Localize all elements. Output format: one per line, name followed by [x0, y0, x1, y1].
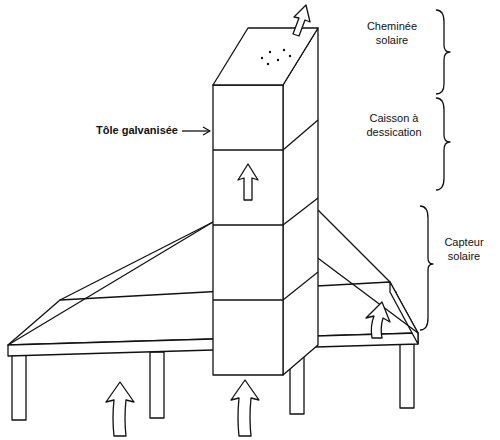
box-division — [283, 198, 318, 225]
box-front — [213, 85, 283, 375]
vent-dots — [261, 49, 291, 65]
airflow-arrow — [366, 302, 390, 338]
airflow-arrow — [231, 380, 259, 436]
pointer-head — [203, 127, 210, 135]
part-label: Caisson à dessication — [352, 112, 436, 140]
funnel-line — [318, 210, 390, 282]
part-label: Cheminée solaire — [352, 20, 432, 48]
part-label: Tôle galvanisée — [70, 124, 178, 138]
funnel-line — [60, 222, 213, 300]
box-division — [283, 272, 318, 300]
box-side — [283, 28, 318, 375]
pointer-line — [182, 130, 209, 131]
table-leg — [400, 344, 414, 408]
bracket — [420, 206, 433, 330]
part-label: Capteur solaire — [434, 236, 494, 264]
airflow-arrow — [293, 5, 310, 36]
bracket — [436, 98, 450, 190]
box-division — [213, 224, 283, 225]
box-division — [213, 299, 283, 300]
collector-edge — [390, 282, 418, 344]
bracket — [436, 10, 450, 94]
airflow-arrow — [238, 164, 258, 200]
box-division — [213, 149, 283, 150]
airflow-arrow — [106, 382, 134, 436]
chimney-top — [213, 28, 318, 85]
table-leg — [150, 352, 164, 418]
box-division — [283, 120, 318, 150]
funnel-line — [8, 222, 213, 345]
table-leg — [12, 355, 26, 420]
